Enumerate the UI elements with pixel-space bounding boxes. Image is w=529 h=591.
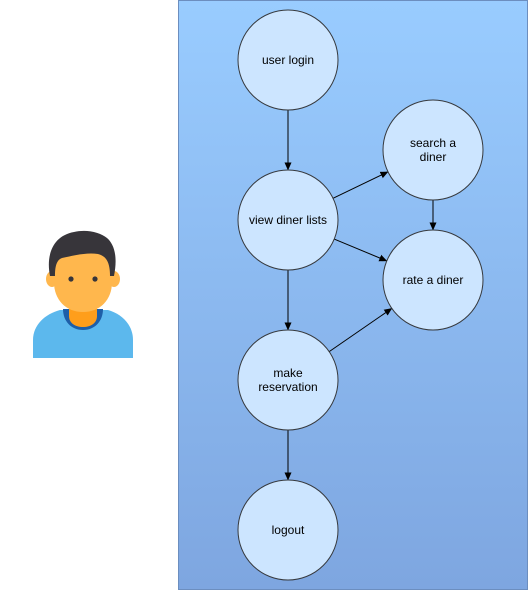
node-label: rate a diner bbox=[403, 273, 464, 287]
node-circle[interactable] bbox=[237, 479, 339, 581]
edge-view-diner-lists-to-rate-diner bbox=[334, 238, 388, 262]
edge-make-reservation-to-rate-diner bbox=[328, 308, 393, 353]
node-label: search a bbox=[410, 136, 456, 150]
node-circle[interactable] bbox=[237, 169, 339, 271]
node-label: user login bbox=[262, 53, 314, 67]
node-label: logout bbox=[272, 523, 305, 537]
node-logout[interactable]: logout bbox=[237, 479, 339, 581]
node-rate-diner[interactable]: rate a diner bbox=[382, 229, 484, 331]
node-circle[interactable] bbox=[382, 99, 484, 201]
node-user-login[interactable]: user login bbox=[237, 9, 339, 111]
node-circle[interactable] bbox=[237, 329, 339, 431]
node-circle[interactable] bbox=[237, 9, 339, 111]
node-label: reservation bbox=[258, 380, 317, 394]
edges bbox=[284, 110, 437, 481]
node-label: view diner lists bbox=[249, 213, 327, 227]
node-label: make bbox=[273, 366, 303, 380]
edge-view-diner-lists-to-search-diner bbox=[332, 171, 389, 199]
node-view-diner-lists[interactable]: view diner lists bbox=[237, 169, 339, 271]
user-avatar-icon bbox=[33, 230, 133, 358]
node-circle[interactable] bbox=[382, 229, 484, 331]
node-label: diner bbox=[420, 150, 447, 164]
